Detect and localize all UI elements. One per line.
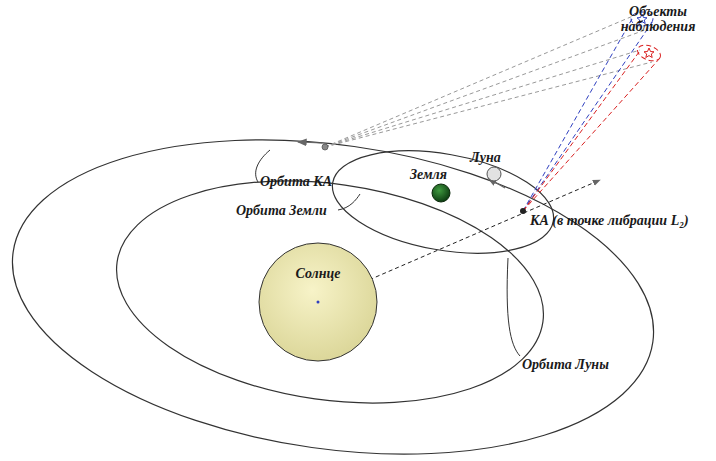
earth-orbit bbox=[102, 155, 558, 429]
sun-circle: Солнце bbox=[258, 242, 378, 362]
earth bbox=[432, 184, 450, 202]
spacecraft-label: КА (в точке либрации L₂) bbox=[530, 213, 689, 228]
orbit-label: Орбита КА bbox=[260, 174, 332, 189]
red-star bbox=[644, 48, 654, 58]
body-label: Луна bbox=[470, 150, 501, 165]
red-sight-lines bbox=[523, 42, 663, 211]
direction-arrow bbox=[298, 142, 322, 143]
body-label: Земля bbox=[410, 167, 447, 182]
moon-orbit bbox=[324, 135, 561, 268]
targets-label: Объекты наблюдения bbox=[606, 4, 710, 35]
moon bbox=[487, 167, 501, 181]
orbit-label: Орбита Луны bbox=[522, 357, 609, 372]
sun-outline bbox=[258, 242, 378, 362]
orbit-label: Орбита Земли bbox=[236, 203, 327, 218]
grey-position-dot bbox=[322, 144, 328, 150]
sight-lines bbox=[325, 16, 652, 147]
spacecraft bbox=[520, 208, 526, 214]
sun-label: Солнце bbox=[258, 242, 378, 282]
blue-sight-lines bbox=[523, 12, 653, 211]
